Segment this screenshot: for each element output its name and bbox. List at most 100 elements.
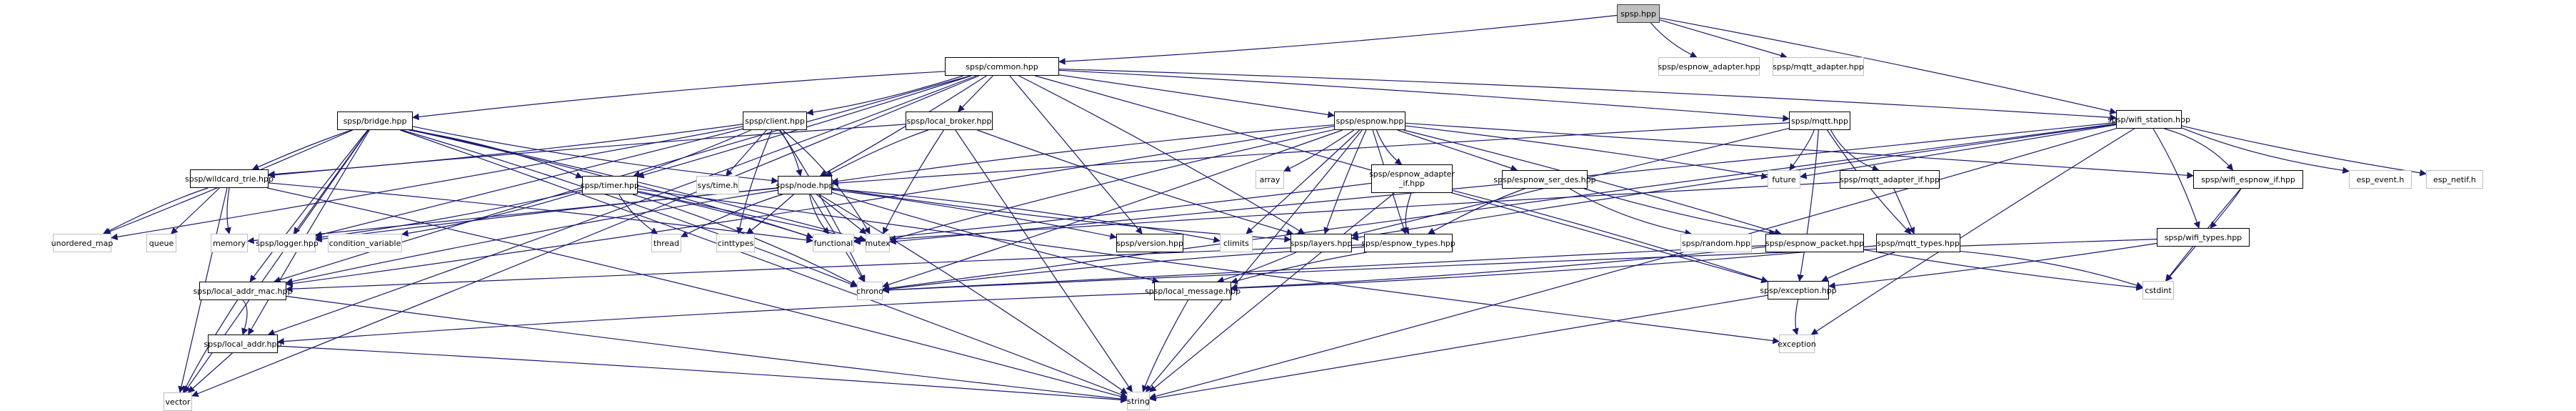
graph-node-wildcard-trie[interactable]: spsp/wildcard_trie.hpp	[185, 169, 274, 188]
edge-node-to-local-message	[831, 192, 1160, 284]
graph-node-client[interactable]: spsp/client.hpp	[743, 112, 807, 130]
edge-exception-hpp-to-string	[1149, 294, 1768, 402]
graph-node-sys-time: sys/time.h	[696, 176, 739, 194]
node-label: spsp/random.hpp	[1681, 238, 1751, 248]
node-label: spsp/mqtt_types.hpp	[1877, 238, 1960, 248]
graph-node-node[interactable]: spsp/node.hpp	[776, 176, 834, 194]
edge-timer-to-functional	[637, 192, 813, 239]
edge-local-broker-to-wildcard-trie	[268, 124, 906, 179]
edge-local-broker-to-mutex	[883, 129, 944, 234]
graph-node-espnow-adapter: spsp/espnow_adapter.hpp	[1658, 57, 1760, 76]
graph-node-local-message[interactable]: spsp/local_message.hpp	[1145, 282, 1241, 300]
edge-common-to-layers	[1018, 75, 1305, 234]
edge-timer-to-exception	[637, 188, 1780, 345]
node-label: spsp/mqtt_adapter_if.hpp	[1839, 174, 1940, 184]
graph-node-functional: functional	[813, 234, 854, 252]
graph-node-chrono: chrono	[856, 282, 883, 300]
edge-node-to-string	[818, 194, 1128, 395]
edge-mqtt-to-node	[831, 122, 1790, 187]
graph-node-memory: memory	[211, 234, 248, 252]
edge-espnow-types-to-local-message	[1231, 252, 1367, 284]
edge-mqtt-to-exception-hpp	[1797, 129, 1819, 282]
graph-node-local-addr[interactable]: spsp/local_addr.hpp	[204, 335, 281, 353]
edge-common-to-bridge	[412, 71, 946, 121]
edge-espnow-adapter-if-to-exception-hpp	[1452, 189, 1768, 283]
graph-node-wifi-types[interactable]: spsp/wifi_types.hpp	[2157, 228, 2250, 247]
graph-node-local-broker[interactable]: spsp/local_broker.hpp	[906, 112, 993, 130]
edge-mqtt-types-to-cstdint	[1960, 250, 2143, 289]
graph-node-exception-hpp[interactable]: spsp/exception.hpp	[1760, 281, 1837, 299]
edge-common-to-version	[1009, 75, 1143, 234]
graph-node-espnow-ser-des[interactable]: spsp/espnow_ser_des.hpp	[1493, 170, 1596, 189]
edge-espnow-packet-to-cstdint	[1863, 249, 2143, 291]
edge-espnow-to-mutex	[889, 129, 1335, 242]
edge-spsp-to-espnow-adapter	[1650, 22, 1698, 58]
edge-espnow-types-to-chrono	[882, 246, 1365, 293]
edge-espnow-to-array	[1283, 129, 1355, 172]
node-label: esp_event.h	[2356, 174, 2405, 184]
edge-espnow-to-espnow-packet	[1403, 129, 1782, 236]
graph-node-thread: thread	[651, 234, 681, 252]
edge-common-to-local-addr	[267, 75, 977, 336]
edge-wifi-station-to-wifi-espnow-if	[2164, 128, 2234, 171]
edge-common-to-client	[806, 75, 963, 116]
graph-node-exception: exception	[1778, 335, 1816, 353]
edge-espnow-types-to-local-addr-mac	[286, 244, 1365, 292]
node-label: future	[1772, 174, 1796, 184]
edge-local-broker-to-node	[825, 129, 929, 177]
graph-node-espnow-packet[interactable]: spsp/espnow_packet.hpp	[1765, 234, 1864, 252]
edge-node-to-local-addr-mac	[286, 189, 778, 285]
node-label: spsp/espnow_types.hpp	[1361, 238, 1455, 248]
edge-node-to-thread	[681, 194, 783, 237]
node-label: sys/time.h	[697, 180, 738, 190]
node-label: spsp/layers.hpp	[1290, 238, 1353, 248]
edge-common-to-node	[819, 75, 987, 177]
graph-node-mqtt[interactable]: spsp/mqtt.hpp	[1789, 112, 1850, 130]
graph-node-timer[interactable]: spsp/timer.hpp	[581, 176, 639, 194]
edge-mqtt-types-to-exception-hpp	[1821, 252, 1895, 282]
graph-node-local-addr-mac[interactable]: spsp/local_addr_mac.hpp	[194, 282, 292, 300]
graph-node-espnow-types[interactable]: spsp/espnow_types.hpp	[1361, 234, 1455, 252]
edge-espnow-to-wifi-espnow-if	[1405, 122, 2194, 179]
edge-wifi-station-to-exception	[1810, 128, 2135, 335]
graph-node-version[interactable]: spsp/version.hpp	[1116, 234, 1183, 252]
edge-espnow-to-espnow-ser-des	[1397, 129, 1518, 172]
graph-node-mqtt-types[interactable]: spsp/mqtt_types.hpp	[1876, 234, 1960, 252]
edge-wifi-station-to-chrono	[882, 123, 2117, 292]
edge-bridge-to-timer	[409, 129, 583, 179]
edge-wifi-espnow-if-to-wifi-types	[2210, 188, 2242, 229]
node-label: spsp/bridge.hpp	[343, 116, 407, 126]
node-label: spsp/logger.hpp	[256, 238, 319, 248]
edge-wildcard-trie-to-memory	[224, 187, 231, 234]
edge-mqtt-adapter-if-to-mqtt-types	[1893, 188, 1915, 234]
edge-wifi-types-to-chrono	[882, 239, 2157, 294]
graph-node-mqtt-adapter: spsp/mqtt_adapter.hpp	[1773, 57, 1864, 76]
graph-node-mqtt-adapter-if[interactable]: spsp/mqtt_adapter_if.hpp	[1840, 170, 1940, 189]
graph-node-spsp[interactable]: spsp.hpp	[1617, 4, 1660, 23]
edge-mqtt-adapter-if-to-functional	[853, 182, 1840, 245]
node-label: cinttypes	[717, 238, 754, 248]
node-label: spsp.hpp	[1620, 9, 1656, 19]
graph-node-cinttypes: cinttypes	[716, 234, 755, 252]
graph-node-espnow[interactable]: spsp/espnow.hpp	[1334, 112, 1405, 130]
edge-bridge-to-mutex	[412, 129, 866, 242]
edge-spsp-to-common	[1058, 14, 1618, 65]
edge-local-message-to-local-addr	[277, 292, 1155, 345]
edge-espnow-packet-to-local-message	[1231, 246, 1766, 292]
edge-bridge-to-node	[412, 126, 778, 184]
graph-node-mutex: mutex	[865, 234, 891, 252]
edge-espnow-adapter-if-to-functional	[853, 182, 1372, 244]
graph-node-wifi-station[interactable]: spsp/wifi_station.hpp	[2108, 110, 2190, 129]
edge-bridge-to-wildcard-trie	[251, 129, 352, 170]
graph-node-wifi-espnow-if[interactable]: spsp/wifi_espnow_if.hpp	[2193, 170, 2303, 189]
graph-node-bridge[interactable]: spsp/bridge.hpp	[337, 112, 413, 130]
graph-node-espnow-adapter-if[interactable]: spsp/espnow_adapter _if.hpp	[1369, 164, 1455, 193]
graph-node-array: array	[1256, 170, 1284, 189]
edge-mqtt-types-to-local-message	[1231, 245, 1877, 292]
edge-spsp-to-wifi-station	[1659, 17, 2117, 115]
edge-client-to-chrono	[779, 129, 866, 282]
graph-node-common[interactable]: spsp/common.hpp	[945, 57, 1059, 76]
edge-wifi-types-to-cstdint	[2165, 246, 2196, 282]
graph-node-layers[interactable]: spsp/layers.hpp	[1290, 234, 1352, 252]
edge-timer-to-logger	[315, 189, 583, 241]
